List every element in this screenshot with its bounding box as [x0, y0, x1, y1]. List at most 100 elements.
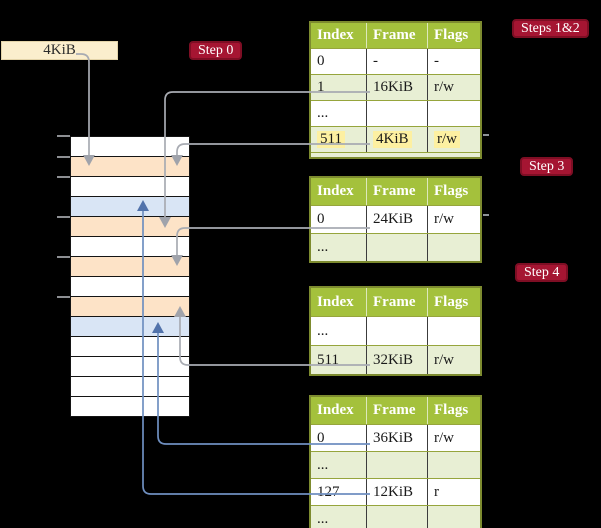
- address-tick: [57, 156, 70, 158]
- table-cell: ...: [311, 234, 367, 261]
- badge-steps-1-2: Steps 1&2: [512, 19, 589, 38]
- table-cell: 24KiB: [367, 206, 428, 233]
- cell-text: 511: [317, 131, 345, 148]
- column-header: Flags: [434, 183, 469, 199]
- table-row: 127 12KiB r: [311, 478, 480, 505]
- cell-text: 36KiB: [373, 429, 414, 446]
- table-cell: 0: [311, 425, 367, 451]
- table-cell: 4KiB: [367, 127, 428, 152]
- badge-step-0: Step 0: [189, 41, 243, 60]
- table-body: ... 511 32KiB r/w: [311, 316, 480, 374]
- table-body: 0 36KiB r/w... 127 12KiB r...: [311, 424, 480, 528]
- table-cell: [367, 452, 428, 478]
- table-row: ...: [311, 505, 480, 528]
- memory-frame-row: [71, 237, 189, 257]
- table-cell: ...: [311, 452, 367, 478]
- address-tick: [57, 216, 70, 218]
- table-cell: r/w: [428, 75, 480, 100]
- address-tick: [57, 256, 70, 258]
- table-row: 0--: [311, 48, 480, 74]
- memory-frame-row: [71, 397, 189, 417]
- column-header: Flags: [434, 293, 469, 310]
- cell-text: 32KiB: [373, 351, 414, 368]
- table-cell: -: [367, 49, 428, 74]
- badge-step-3: Step 3: [520, 157, 574, 176]
- table-cell: 32KiB: [367, 346, 428, 374]
- table-row: ...: [311, 100, 480, 126]
- column-header: Index: [311, 397, 367, 424]
- table-cell: [428, 506, 480, 528]
- memory-frame-row: [71, 257, 189, 277]
- memory-frame-row: [71, 197, 189, 217]
- cell-text: r: [434, 483, 439, 500]
- table-cell: -: [428, 49, 480, 74]
- table-row: 511 4KiB r/w: [311, 126, 480, 152]
- cell-text: r/w: [434, 351, 454, 368]
- table-cell: 1: [311, 75, 367, 100]
- column-header: Flags: [434, 402, 469, 418]
- table-bottom-sliver: [311, 152, 480, 157]
- address-tick: [57, 176, 70, 178]
- table-body: 0 24KiB r/w...: [311, 205, 480, 261]
- table-cell: ...: [311, 101, 367, 126]
- table-cell: 127: [311, 479, 367, 505]
- table-cell: r/w: [428, 346, 480, 374]
- memory-strip: [70, 136, 190, 417]
- address-tick: [57, 135, 70, 137]
- table-cell: 36KiB: [367, 425, 428, 451]
- table-cell: [367, 506, 428, 528]
- cell-text: r/w: [434, 131, 460, 148]
- cell-text: 0: [317, 211, 325, 227]
- column-header: Index: [311, 178, 367, 205]
- table-cell: 511: [311, 346, 367, 374]
- table-cell: 12KiB: [367, 479, 428, 505]
- table-cell: r/w: [428, 127, 480, 152]
- cell-text: r/w: [434, 211, 454, 227]
- table-row: 0 24KiB r/w: [311, 205, 480, 233]
- column-header: Frame: [367, 178, 428, 205]
- table-cell: [367, 317, 428, 345]
- table-cell: 0: [311, 49, 367, 74]
- cell-text: 511: [317, 351, 339, 368]
- cell-text: ...: [317, 510, 329, 527]
- column-header: Frame: [367, 288, 428, 316]
- memory-frame-row: [71, 317, 189, 337]
- memory-frame-row: [71, 177, 189, 197]
- table-cell: [428, 234, 480, 261]
- column-header: Index: [311, 23, 367, 48]
- table-row: 0 36KiB r/w: [311, 424, 480, 451]
- cell-text: 24KiB: [373, 211, 414, 227]
- cell-text: 12KiB: [373, 483, 414, 500]
- cell-text: 127: [317, 483, 340, 500]
- table-cell: 16KiB: [367, 75, 428, 100]
- table-cell: 511: [311, 127, 367, 152]
- cell-text: ...: [317, 239, 329, 255]
- badge-step-4: Step 4: [515, 263, 569, 282]
- table-cell: r/w: [428, 425, 480, 451]
- table-cell: ...: [311, 506, 367, 528]
- address-tick: [57, 296, 70, 298]
- column-header: Frame: [367, 23, 428, 48]
- memory-frame-row: [71, 377, 189, 397]
- table-cell: [367, 234, 428, 261]
- table-cell: 0: [311, 206, 367, 233]
- table-cell: [428, 101, 480, 126]
- cell-text: -: [373, 53, 378, 69]
- table-row: 511 32KiB r/w: [311, 345, 480, 374]
- table-cell: ...: [311, 317, 367, 345]
- memory-frame-row: [71, 277, 189, 297]
- column-header: Frame: [367, 397, 428, 424]
- cell-text: 0: [317, 429, 325, 446]
- memory-frame-row: [71, 337, 189, 357]
- cell-text: r/w: [434, 79, 454, 95]
- memory-frame-row: [71, 217, 189, 237]
